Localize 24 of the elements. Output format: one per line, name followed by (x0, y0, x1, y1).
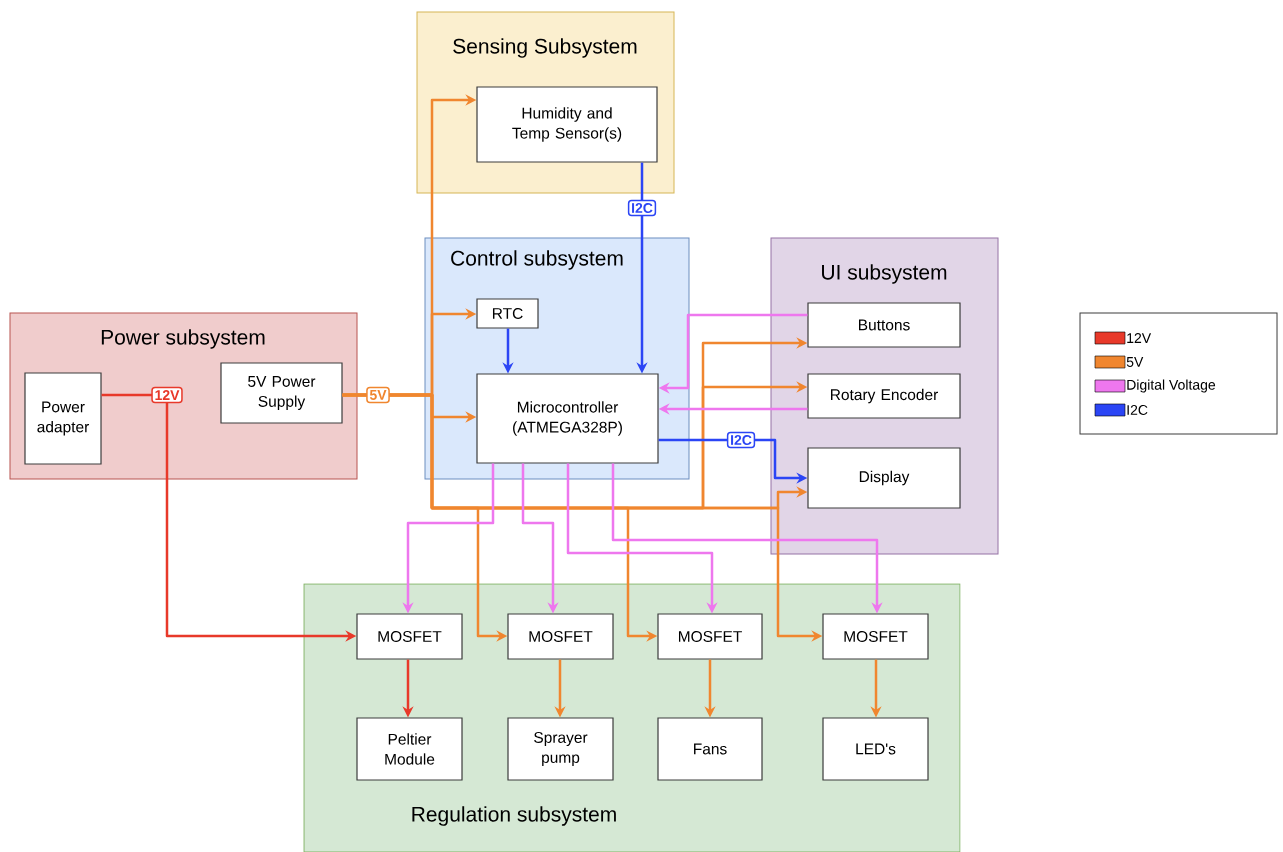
edge-label: I2C (627, 199, 657, 217)
component-box: Humidity and Temp Sensor(s) (476, 86, 658, 163)
component-box: MOSFET (822, 613, 929, 660)
legend-label: Digital Voltage (1127, 379, 1216, 393)
component-box: Power adapter (24, 372, 102, 465)
legend-label: 5V (1126, 357, 1144, 367)
component-box: Fans (657, 717, 763, 781)
component-box: LED's (822, 717, 929, 781)
component-box: MOSFET (657, 613, 763, 660)
component-box: Sprayer pump (507, 717, 614, 781)
component-box: Rotary Encoder (807, 373, 961, 419)
component-box: 5V Power Supply (220, 362, 343, 424)
legend-label: 12V (1127, 333, 1152, 343)
component-box: Microcontroller (ATMEGA328P) (476, 373, 659, 464)
component-box: Display (807, 447, 961, 509)
component-box: Peltier Module (356, 717, 463, 781)
legend-label: I2C (1127, 405, 1148, 415)
component-box: Buttons (807, 302, 961, 348)
edge-label: 12V (151, 386, 183, 404)
edge-label: I2C (726, 431, 756, 449)
component-box: MOSFET (356, 613, 463, 660)
component-box: RTC (476, 298, 539, 329)
edge-label: 5V (366, 386, 390, 404)
component-box: MOSFET (507, 613, 614, 660)
